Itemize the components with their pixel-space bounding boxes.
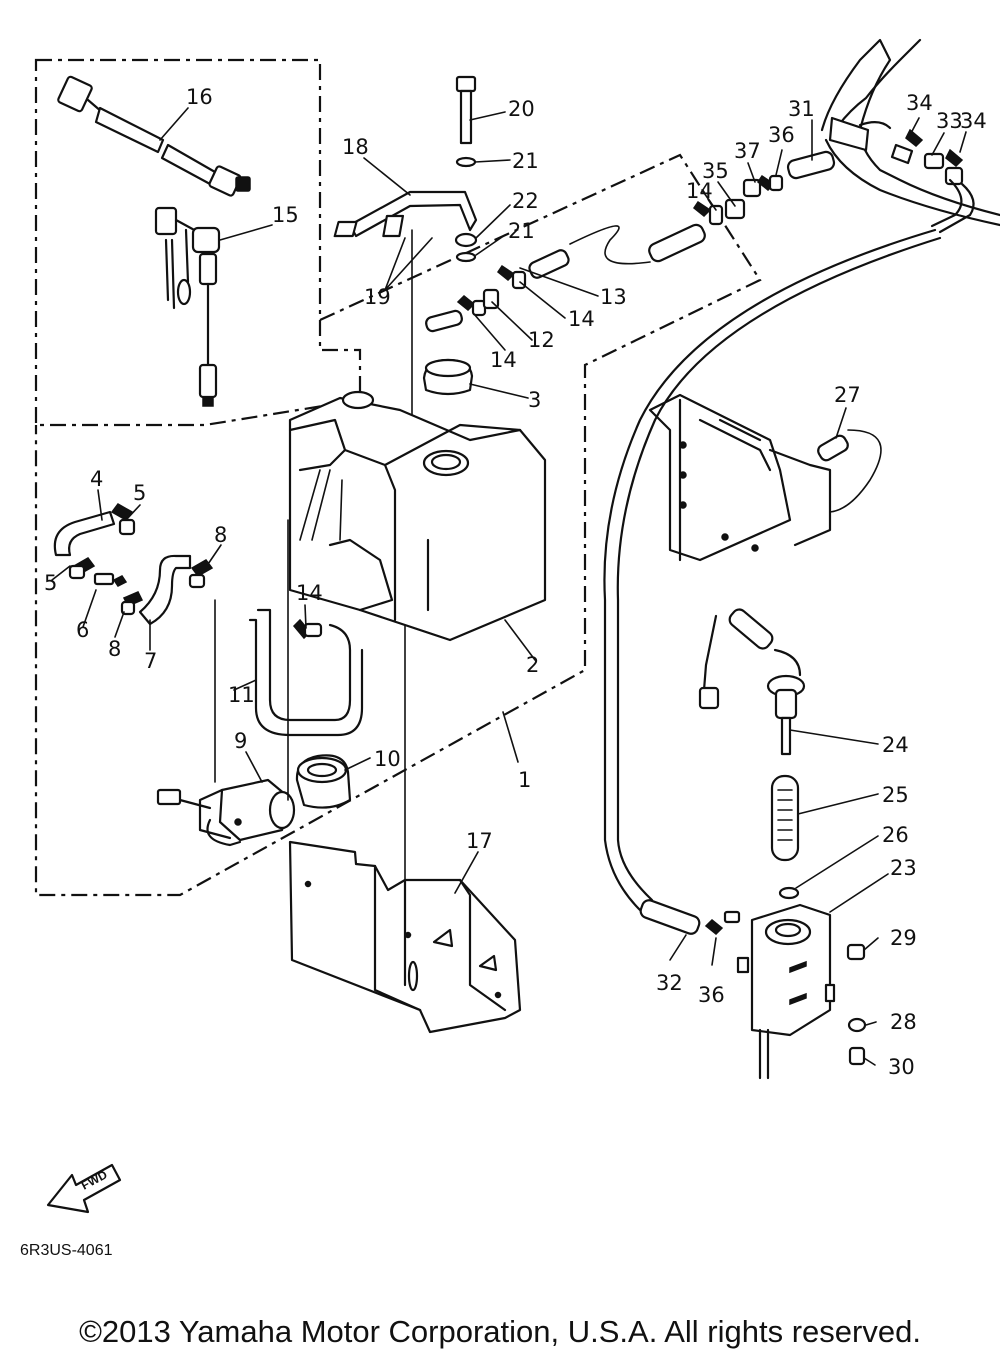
callout-20: 20 [508,97,535,121]
callout-36a: 36 [768,123,795,147]
callout-8b: 8 [108,637,121,661]
callout-6: 6 [76,618,89,642]
callout-22: 22 [512,189,539,213]
callout-36b: 36 [698,983,725,1007]
callout-5b: 5 [44,571,57,595]
fuel-hose-assembly [425,150,836,333]
callout-18: 18 [342,135,369,159]
callout-23: 23 [890,856,917,880]
leader-lines [51,107,967,1066]
callout-14c: 14 [296,581,323,605]
callout-29: 29 [890,926,917,950]
callout-1: 1 [518,768,531,792]
callout-13: 13 [600,285,627,309]
tank-bracket-17 [288,624,522,1034]
fwd-arrow-icon: FWD [46,1163,122,1214]
sensor-15 [154,206,221,407]
oil-pump-9 [156,519,296,847]
callout-7: 7 [144,649,157,673]
callout-16: 16 [186,85,213,109]
callout-27: 27 [834,383,861,407]
callout-34b: 34 [960,109,987,133]
callout-14a: 14 [568,307,595,331]
oil-hose-32 [603,228,942,935]
hose-group-4-8 [53,503,214,626]
wiring-harness-16 [57,75,251,197]
callout-37: 37 [734,139,761,163]
callout-5: 5 [133,481,146,505]
callout-24: 24 [882,733,909,757]
callout-35: 35 [702,159,729,183]
callout-31: 31 [788,97,815,121]
callout-30: 30 [888,1055,915,1079]
filler-neck-10 [295,754,352,809]
engine-bracket [820,38,1000,234]
hose-11 [248,608,364,737]
parts-diagram: FWD 6R3US-4061 [20,38,1000,1259]
callout-25: 25 [882,783,909,807]
copyright-notice: ©2013 Yamaha Motor Corporation, U.S.A. A… [79,1314,921,1349]
callout-19: 19 [364,285,391,309]
callout-9: 9 [234,729,247,753]
callout-12: 12 [528,328,555,352]
callout-28: 28 [890,1010,917,1034]
callout-8: 8 [214,523,227,547]
callout-3: 3 [528,388,541,412]
tank-strap-18 [333,190,478,238]
callout-32: 32 [656,971,683,995]
sub-tank-23 [704,903,867,1080]
callout-26: 26 [882,823,909,847]
callout-34a: 34 [906,91,933,115]
callout-11: 11 [228,683,255,707]
callout-17: 17 [466,829,493,853]
assembly-boundary [34,58,762,897]
callout-14b: 14 [490,348,517,372]
callout-21a: 21 [512,149,539,173]
engine-block [648,393,882,562]
level-sensor-24 [698,608,806,900]
callout-21b: 21 [508,219,535,243]
oil-tank-2 [288,358,547,642]
bolt-20 [411,75,478,446]
callout-2: 2 [526,653,539,677]
callout-10: 10 [374,747,401,771]
diagram-code: 6R3US-4061 [20,1242,113,1259]
callout-14d: 14 [686,179,713,203]
callout-labels: 1 2 3 4 5 5 6 7 8 8 9 10 11 12 13 14 14 … [44,85,987,1079]
callout-4: 4 [90,467,103,491]
callout-15: 15 [272,203,299,227]
callout-33: 33 [936,109,963,133]
